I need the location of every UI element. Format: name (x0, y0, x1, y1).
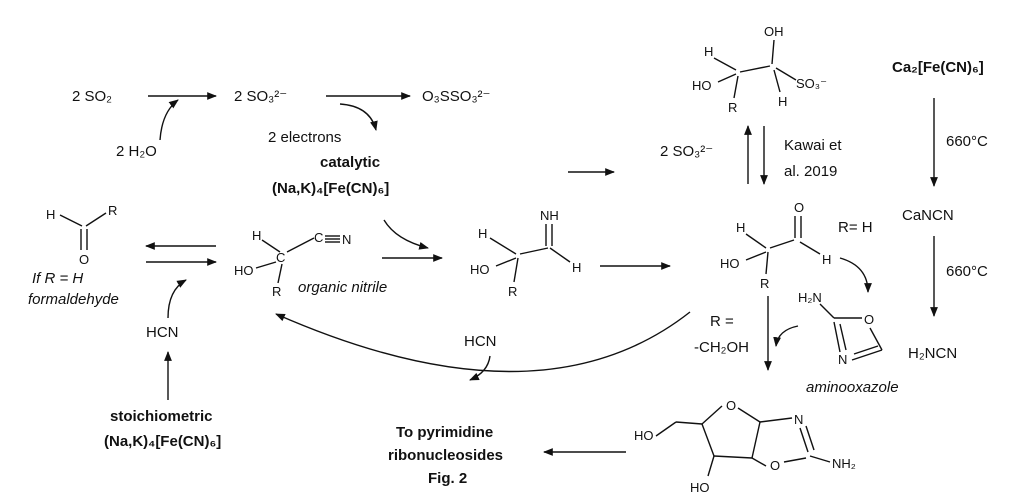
svg-text:R: R (272, 284, 281, 299)
svg-text:NH: NH (540, 208, 559, 223)
arrow-hcn-curve-mid (469, 355, 491, 381)
fig2-label: Fig. 2 (428, 470, 467, 487)
svg-text:R: R (508, 284, 517, 299)
svg-text:H: H (822, 252, 831, 267)
ribo-oxazoline-structure: HO O N NH₂ O HO (634, 398, 856, 495)
to-pyrimidine-label: To pyrimidine (396, 424, 493, 441)
svg-text:H: H (736, 220, 745, 235)
svg-text:R: R (760, 276, 769, 291)
thiosulfate-product: O₃SSO₃²⁻ (422, 88, 490, 105)
stoichiometric-label: stoichiometric (110, 408, 213, 425)
svg-text:HO: HO (634, 428, 654, 443)
r-equals-h-label: R= H (838, 219, 873, 236)
citation-line2: al. 2019 (784, 163, 837, 180)
svg-text:C: C (276, 250, 285, 265)
aldehyde-structure: H R O (46, 203, 117, 267)
svg-text:H₂N: H₂N (798, 290, 822, 305)
svg-text:H: H (478, 226, 487, 241)
svg-text:SO₃⁻: SO₃⁻ (796, 76, 827, 91)
sulfite-product: 2 SO₃²⁻ (234, 88, 287, 105)
aminooxazole-structure: H₂N O N (798, 290, 883, 367)
svg-text:N: N (342, 232, 351, 247)
arrow-return-arc (275, 311, 691, 373)
sulfite-right: 2 SO₃²⁻ (660, 143, 713, 160)
citation-line1: Kawai et (784, 137, 842, 154)
arrow-catalyst-curve (383, 219, 429, 250)
ribonucleosides-label: ribonucleosides (388, 447, 503, 464)
catalytic-label: catalytic (320, 154, 380, 171)
glycolaldehyde-structure: O H H HO R (720, 200, 831, 291)
imine-structure: NH H HO H R (470, 208, 581, 299)
nitrile-structure: H C C N HO R (234, 228, 351, 299)
catalytic-ferrocyanide: (Na,K)₄[Fe(CN)₆] (272, 180, 389, 197)
svg-text:O: O (770, 458, 780, 473)
ch2oh-label: -CH₂OH (694, 339, 749, 356)
organic-nitrile-label: organic nitrile (298, 279, 387, 296)
arrow-water-curve (159, 99, 179, 141)
svg-text:HO: HO (470, 262, 490, 277)
svg-text:HO: HO (234, 263, 254, 278)
svg-text:O: O (794, 200, 804, 215)
svg-text:R: R (728, 100, 737, 115)
water-reagent: 2 H₂O (116, 143, 157, 160)
arrow-hcn-curve-left (167, 279, 187, 319)
hcn-mid: HCN (464, 333, 497, 350)
atom-h: H (46, 207, 55, 222)
arrow-aminooxazole-curve (773, 325, 799, 347)
cyanamide-product: H₂NCN (908, 345, 957, 362)
svg-text:HO: HO (692, 78, 712, 93)
atom-o: O (79, 252, 89, 267)
so2-reagent: 2 SO₂ (72, 88, 112, 105)
arrow-to-aminooxazole (839, 257, 872, 293)
svg-text:H: H (704, 44, 713, 59)
svg-text:H: H (778, 94, 787, 109)
formaldehyde-label: formaldehyde (28, 291, 119, 308)
svg-text:HO: HO (720, 256, 740, 271)
calcium-cyanamide: CaNCN (902, 207, 954, 224)
stoichiometric-ferrocyanide: (Na,K)₄[Fe(CN)₆] (104, 433, 221, 450)
temperature-1: 660°C (946, 133, 988, 150)
aminooxazole-label: aminooxazole (806, 379, 899, 396)
if-r-equals-h-label: If R = H (32, 270, 83, 287)
svg-text:NH₂: NH₂ (832, 456, 856, 471)
svg-text:C: C (314, 230, 323, 245)
electrons-label: 2 electrons (268, 129, 341, 146)
hcn-left: HCN (146, 324, 179, 341)
svg-text:O: O (726, 398, 736, 413)
sulfite-adduct-structure: OH H SO₃⁻ HO R H (692, 24, 827, 115)
svg-text:O: O (864, 312, 874, 327)
svg-text:HO: HO (690, 480, 710, 495)
svg-text:OH: OH (764, 24, 784, 39)
svg-text:N: N (794, 412, 803, 427)
arrow-electrons-curve (339, 103, 378, 131)
svg-text:H: H (572, 260, 581, 275)
temperature-2: 660°C (946, 263, 988, 280)
r-equals-label: R = (710, 313, 734, 330)
atom-r: R (108, 203, 117, 218)
calcium-ferrocyanide: Ca₂[Fe(CN)₆] (892, 59, 984, 76)
svg-text:H: H (252, 228, 261, 243)
svg-text:N: N (838, 352, 847, 367)
